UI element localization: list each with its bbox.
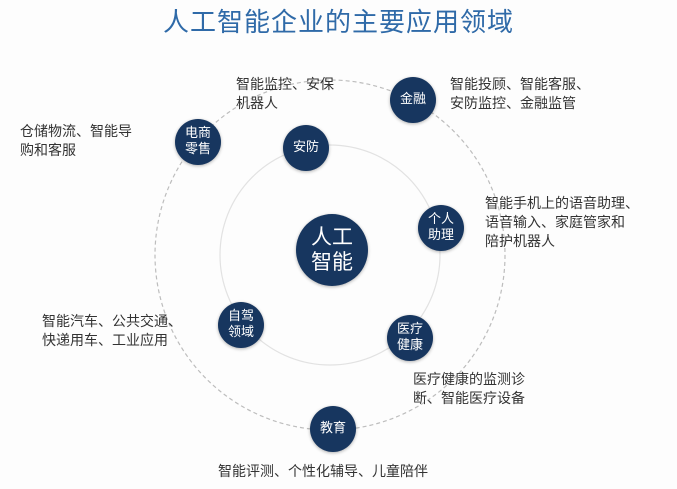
desc-education: 智能评测、个性化辅导、儿童陪伴: [218, 464, 428, 480]
desc-assistant: 智能手机上的语音助理、 语音输入、家庭管家和 陪护机器人: [485, 196, 639, 250]
node-finance: 金融: [390, 77, 436, 123]
node-label: 金融: [399, 92, 426, 107]
node-label: 安防: [292, 140, 319, 155]
desc-ecommerce: 仓储物流、智能导 购和客服: [20, 124, 132, 159]
center-node: 人工智能: [296, 214, 368, 286]
node-autodrive: 自驾领域: [218, 302, 264, 348]
diagram-title: 人工智能企业的主要应用领域: [162, 8, 514, 38]
center-label: 人工智能: [311, 225, 353, 274]
desc-autodrive: 智能汽车、公共交通、 快递用车、工业应用: [42, 314, 182, 349]
node-ecommerce: 电商零售: [175, 119, 221, 165]
node-security: 安防: [283, 125, 329, 171]
desc-finance: 智能投顾、智能客服、 安防监控、金融监管: [450, 77, 590, 112]
node-label: 医疗健康: [396, 322, 423, 353]
node-label: 教育: [319, 421, 346, 436]
node-medical: 医疗健康: [387, 315, 433, 361]
node-label: 自驾领域: [227, 309, 254, 340]
node-label: 个人助理: [427, 212, 454, 243]
node-label: 电商零售: [184, 126, 211, 157]
node-education: 教育: [310, 406, 356, 452]
desc-security: 智能监控、安保 机器人: [236, 77, 334, 112]
node-assistant: 个人助理: [418, 205, 464, 251]
inner-ring: [219, 144, 441, 366]
desc-medical: 医疗健康的监测诊 断、智能医疗设备: [413, 372, 525, 407]
